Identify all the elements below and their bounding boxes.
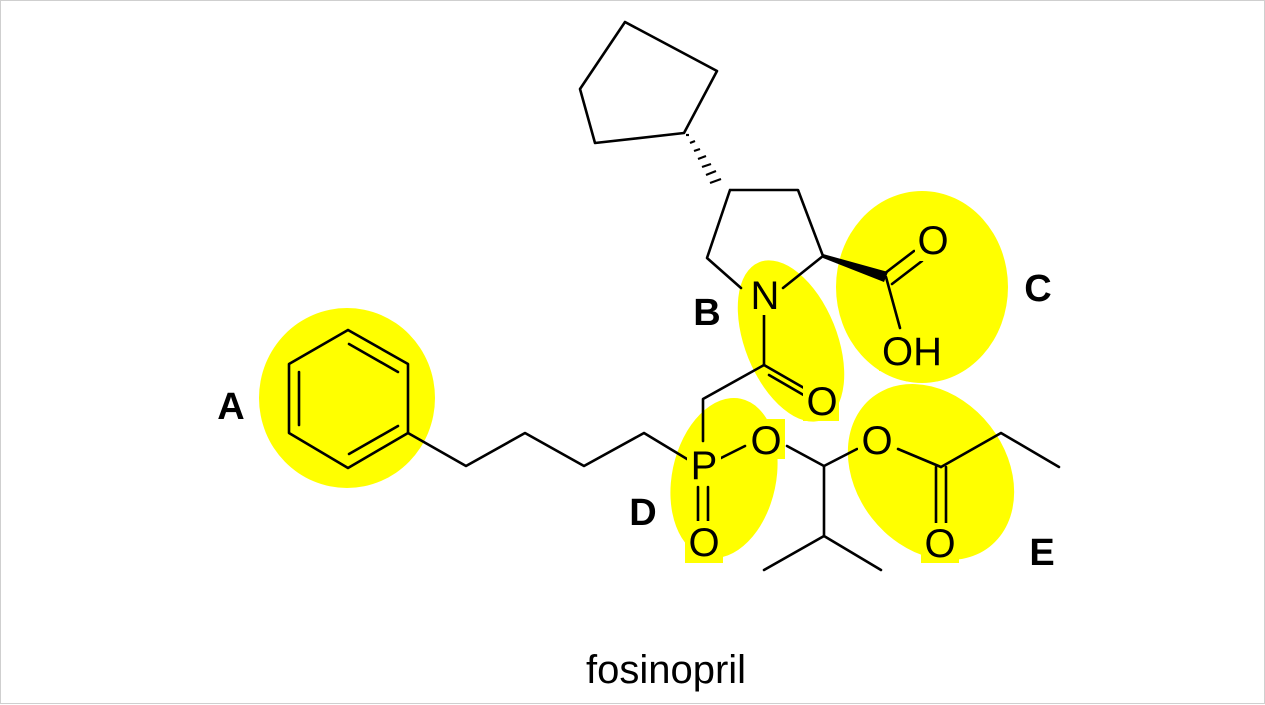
o-carbonyl-bond — [896, 447, 943, 469]
propanoyl-chain — [939, 431, 1061, 469]
phosphoryl-o-mask — [685, 521, 723, 563]
oh-mask — [879, 331, 947, 371]
ch-isopropyl-bonds — [762, 464, 883, 572]
p-mask — [687, 443, 721, 485]
ester-carbonyl-o-mask — [921, 523, 959, 563]
amide-ch2-bond — [701, 363, 766, 443]
o-ch-bond — [785, 444, 826, 468]
region-label-b: B — [693, 292, 720, 334]
nitrogen-label: N — [751, 274, 780, 318]
acid-carbonyl-oxygen-label: O — [917, 219, 948, 263]
solid-wedge-bond — [823, 254, 888, 282]
butyl-chain — [406, 431, 689, 468]
region-label-d: D — [629, 492, 656, 534]
acid-o-mask — [915, 223, 951, 261]
pyrrolidine-ring — [705, 188, 825, 290]
phosphinate-o-mask — [747, 419, 785, 459]
acid-hydroxyl-label: OH — [882, 330, 942, 374]
amide-o-mask — [803, 381, 839, 421]
phosphoryl-oxygen-label: O — [688, 521, 719, 565]
ester-oxygen-label: O — [861, 419, 892, 463]
region-label-c: C — [1024, 268, 1051, 310]
ester-carbonyl-oxygen-label: O — [924, 522, 955, 566]
phenyl-ring — [287, 328, 410, 470]
ch-o-ester-bond — [822, 447, 859, 468]
n-mask — [749, 279, 781, 315]
hashed-wedge-bond — [686, 133, 722, 185]
highlight-d-phosphinate — [670, 398, 778, 558]
phosphorus-label: P — [691, 444, 718, 488]
p-o-double-bond — [696, 485, 710, 523]
acid-c-oh-bond — [884, 275, 902, 330]
region-label-a: A — [217, 386, 244, 428]
amide-oxygen-label: O — [806, 380, 837, 424]
ester-o-mask — [858, 419, 896, 459]
compound-name: fosinopril — [586, 648, 746, 692]
cyclohexyl-ring — [578, 20, 719, 145]
ester-c-o-double-bond — [934, 465, 948, 525]
acid-c-o-double-bond — [882, 249, 924, 286]
p-o-ester-bond — [717, 444, 747, 461]
region-label-e: E — [1029, 532, 1054, 574]
phenyl-inner-bonds — [297, 342, 400, 456]
amide-co-double-bond — [762, 363, 809, 399]
phosphinate-ester-oxygen-label: O — [750, 419, 781, 463]
